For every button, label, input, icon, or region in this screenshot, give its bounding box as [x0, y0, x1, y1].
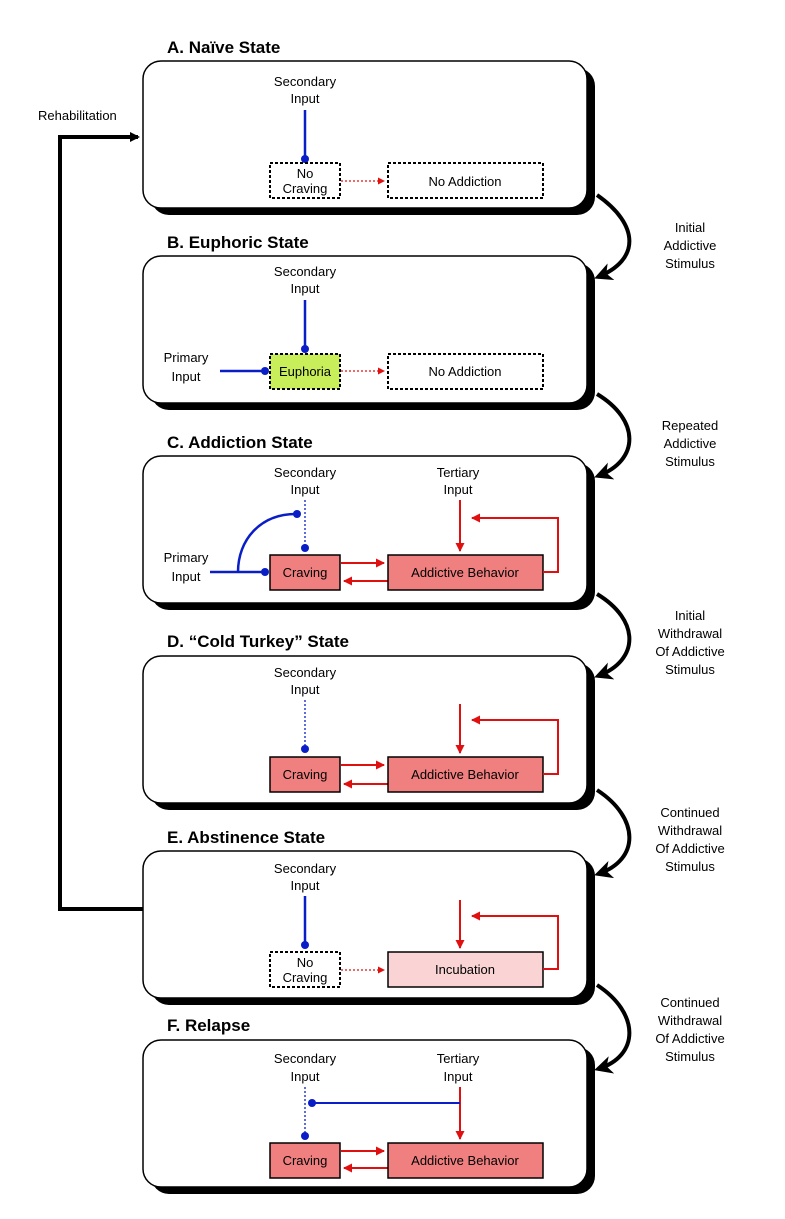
state-a-no-craving-node	[269, 162, 341, 199]
state-e-incubation-node	[387, 951, 544, 988]
svg-text:Of Addictive: Of Addictive	[655, 841, 724, 856]
rehabilitation-label: Rehabilitation	[38, 108, 117, 123]
state-a-secondary-line1: Secondary	[274, 74, 337, 89]
svg-text:Initial: Initial	[675, 220, 705, 235]
svg-text:Tertiary: Tertiary	[437, 1051, 480, 1066]
state-b-euphoria-node	[269, 353, 341, 390]
svg-text:Repeated: Repeated	[662, 418, 718, 433]
svg-text:No Addiction: No Addiction	[429, 174, 502, 189]
svg-text:Craving: Craving	[283, 181, 328, 196]
svg-text:Input: Input	[291, 482, 320, 497]
transition-a-b: Initial Addictive Stimulus	[594, 193, 717, 281]
state-d-cold-turkey: D. “Cold Turkey” State Secondary Input C…	[142, 632, 595, 810]
svg-text:Stimulus: Stimulus	[665, 454, 715, 469]
svg-text:Euphoria: Euphoria	[279, 364, 332, 379]
state-e-abstinence: E. Abstinence State Secondary Input No C…	[142, 828, 595, 1005]
svg-text:Addictive Behavior: Addictive Behavior	[411, 767, 519, 782]
svg-text:Stimulus: Stimulus	[665, 859, 715, 874]
state-e-title: E. Abstinence State	[167, 828, 325, 847]
svg-text:Input: Input	[291, 1069, 320, 1084]
svg-text:Secondary: Secondary	[274, 665, 337, 680]
svg-text:Craving: Craving	[283, 767, 328, 782]
svg-text:Secondary: Secondary	[274, 264, 337, 279]
state-b-no-addiction-node	[387, 353, 544, 390]
svg-text:Input: Input	[291, 878, 320, 893]
svg-text:Craving: Craving	[283, 1153, 328, 1168]
state-e-no-craving-node	[269, 951, 341, 988]
transition-b-c: Repeated Addictive Stimulus	[594, 392, 718, 480]
transition-d-e: Continued Withdrawal Of Addictive Stimul…	[594, 788, 725, 879]
svg-text:No Addiction: No Addiction	[429, 364, 502, 379]
svg-text:Craving: Craving	[283, 970, 328, 985]
svg-text:Continued: Continued	[660, 995, 719, 1010]
svg-text:Addictive: Addictive	[664, 436, 717, 451]
svg-text:Stimulus: Stimulus	[665, 256, 715, 271]
svg-text:Secondary: Secondary	[274, 1051, 337, 1066]
transition-c-d: Initial Withdrawal Of Addictive Stimulus	[594, 592, 725, 680]
state-f-relapse: F. Relapse Secondary Input Tertiary Inpu…	[142, 1016, 595, 1194]
svg-text:Addictive: Addictive	[664, 238, 717, 253]
state-a-secondary-line2: Input	[291, 91, 320, 106]
svg-text:Of Addictive: Of Addictive	[655, 644, 724, 659]
state-f-addictive-behavior-node	[387, 1142, 544, 1179]
svg-text:Craving: Craving	[283, 565, 328, 580]
svg-text:Primary: Primary	[164, 550, 209, 565]
svg-text:No: No	[297, 166, 314, 181]
state-c-title: C. Addiction State	[167, 433, 313, 452]
svg-text:Withdrawal: Withdrawal	[658, 1013, 722, 1028]
svg-text:Input: Input	[291, 281, 320, 296]
svg-text:Continued: Continued	[660, 805, 719, 820]
svg-text:Secondary: Secondary	[274, 861, 337, 876]
svg-text:Secondary: Secondary	[274, 465, 337, 480]
state-a-no-addiction-node	[387, 162, 544, 199]
svg-text:Tertiary: Tertiary	[437, 465, 480, 480]
svg-text:Stimulus: Stimulus	[665, 1049, 715, 1064]
svg-text:Addictive Behavior: Addictive Behavior	[411, 565, 519, 580]
svg-text:Of Addictive: Of Addictive	[655, 1031, 724, 1046]
svg-text:Withdrawal: Withdrawal	[658, 626, 722, 641]
state-b-euphoric: B. Euphoric State Secondary Input Primar…	[142, 233, 595, 410]
state-a-title: A. Naïve State	[167, 38, 280, 57]
state-f-title: F. Relapse	[167, 1016, 250, 1035]
state-f-craving-node	[269, 1142, 341, 1179]
svg-text:Input: Input	[444, 1069, 473, 1084]
svg-text:Withdrawal: Withdrawal	[658, 823, 722, 838]
state-d-title: D. “Cold Turkey” State	[167, 632, 349, 651]
svg-text:Incubation: Incubation	[435, 962, 495, 977]
state-a-naive: A. Naïve State Secondary Input No Cravin…	[142, 38, 595, 215]
svg-text:Initial: Initial	[675, 608, 705, 623]
rehabilitation-loop: Rehabilitation	[38, 108, 143, 911]
svg-text:Input: Input	[444, 482, 473, 497]
state-b-title: B. Euphoric State	[167, 233, 309, 252]
svg-text:Input: Input	[172, 569, 201, 584]
state-d-craving-node	[269, 756, 341, 793]
transition-e-f: Continued Withdrawal Of Addictive Stimul…	[594, 983, 725, 1074]
svg-text:Addictive Behavior: Addictive Behavior	[411, 1153, 519, 1168]
svg-text:Stimulus: Stimulus	[665, 662, 715, 677]
state-c-addiction: C. Addiction State Secondary Input Terti…	[142, 433, 595, 610]
state-b-primary-line2: Input	[172, 369, 201, 384]
state-b-primary-line1: Primary	[164, 350, 209, 365]
svg-text:Input: Input	[291, 682, 320, 697]
svg-text:No: No	[297, 955, 314, 970]
state-c-craving-node	[269, 554, 341, 591]
